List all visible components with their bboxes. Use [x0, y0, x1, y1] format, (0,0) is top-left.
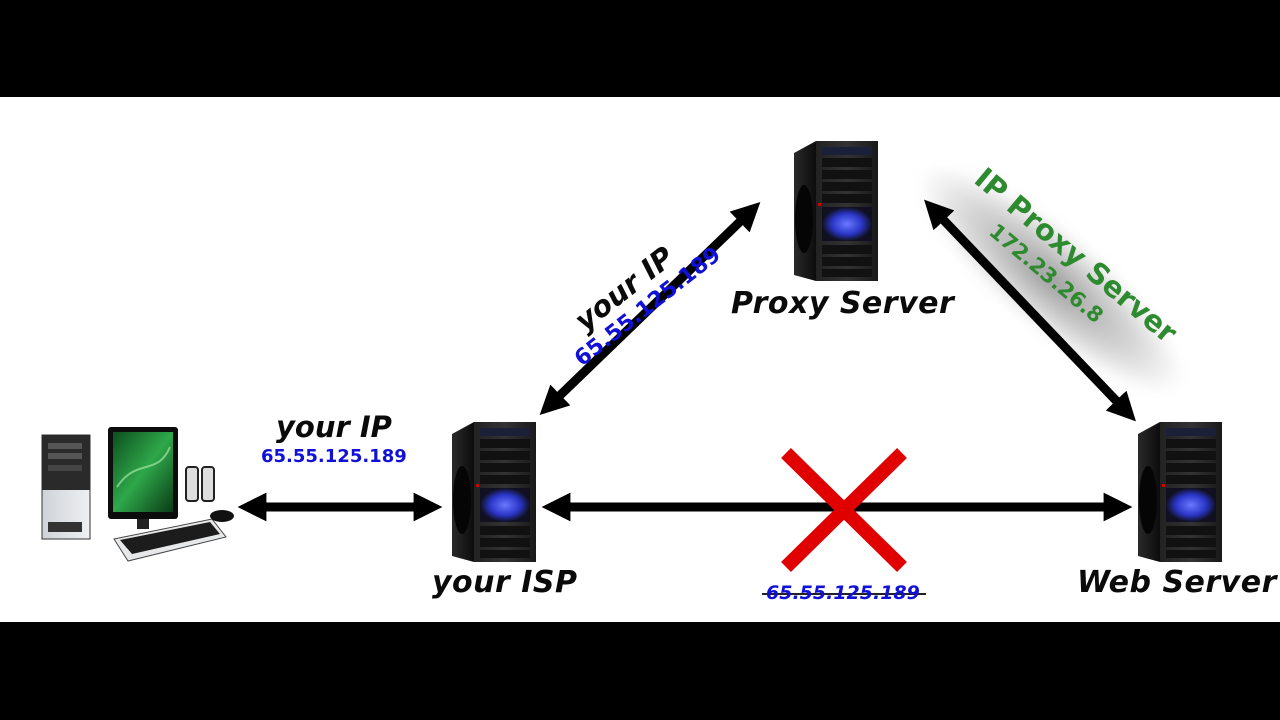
- web-server-icon: [1138, 422, 1222, 562]
- letterbox-bottom: [0, 622, 1280, 720]
- diagram-canvas: your ISP Proxy Server Web Server your IP…: [0, 97, 1280, 622]
- client-isp-title: your IP: [276, 410, 392, 444]
- letterbox-top: [0, 0, 1280, 97]
- isp-server-icon: [452, 422, 536, 562]
- proxy-server-icon: [794, 141, 878, 281]
- web-server-label: Web Server: [1077, 565, 1277, 600]
- arrow-isp-proxy: [539, 202, 761, 415]
- red-x-icon: [781, 448, 907, 572]
- diagram-svg: [41, 141, 1222, 595]
- isp-label: your ISP: [432, 565, 578, 600]
- blocked-ip: 65.55.125.189: [766, 582, 920, 604]
- proxy-server-label: Proxy Server: [731, 286, 955, 321]
- arrow-proxy-web: [924, 199, 1136, 422]
- client-isp-ip: 65.55.125.189: [261, 446, 407, 467]
- desktop-computer-icon: [41, 427, 234, 562]
